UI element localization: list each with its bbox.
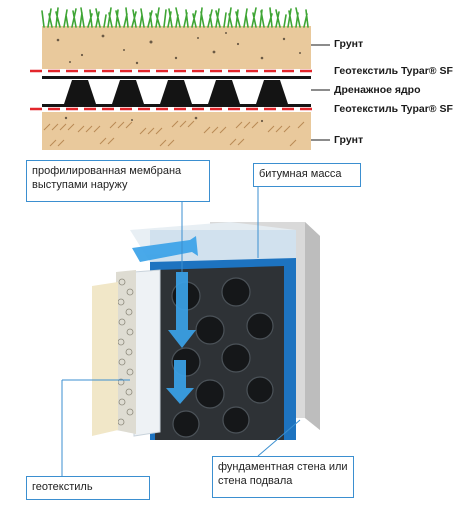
callout-geotextile: геотекстиль — [26, 476, 150, 500]
leader-lines — [311, 44, 330, 141]
label-drainage-core: Дренажное ядро — [334, 84, 421, 96]
soil-layer-top — [42, 26, 311, 69]
membrane-studs — [171, 277, 274, 438]
soil-pebbles-top — [56, 32, 301, 65]
drainage-core-shape — [42, 76, 311, 107]
callout-connectors — [61, 186, 301, 476]
label-soil-bottom: Грунт — [334, 134, 364, 146]
callout-wall: фундаментная стена или стена подвала — [212, 456, 354, 498]
bottom-3d-diagram — [61, 186, 320, 476]
label-soil-top: Грунт — [334, 38, 364, 50]
soil-slab — [92, 282, 118, 436]
top-cross-section — [30, 7, 330, 150]
soil-pebbles-bottom — [64, 116, 264, 123]
geotextile-panel — [133, 269, 161, 437]
grass-strip — [41, 7, 309, 28]
label-geotextile-upper: Геотекстиль Typar® SF — [334, 65, 453, 77]
callout-membrane: профилированная мембрана выступами наруж… — [26, 160, 210, 202]
soil-layer-bottom — [42, 112, 311, 150]
label-geotextile-lower: Геотекстиль Typar® SF — [334, 103, 453, 115]
callout-bitumen: битумная масса — [253, 163, 361, 187]
soil-hatching — [43, 120, 305, 147]
